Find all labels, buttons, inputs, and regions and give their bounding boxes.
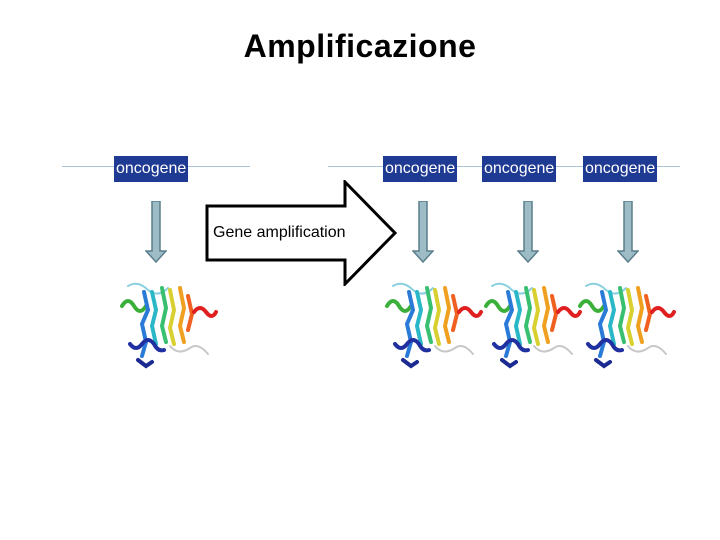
oncogene-label-copy-2: oncogene xyxy=(482,156,557,182)
slide-title: Amplificazione xyxy=(243,28,477,64)
oncogene-label-original: oncogene xyxy=(114,156,189,182)
protein-ribbon-icon xyxy=(578,282,676,369)
protein-ribbon-icon xyxy=(385,282,483,369)
amplification-arrow-icon xyxy=(205,180,397,286)
down-arrow-icon xyxy=(617,201,639,263)
down-arrow-icon xyxy=(412,201,434,263)
gene-amplification-label: Gene amplification xyxy=(213,224,346,241)
oncogene-label-copy-3: oncogene xyxy=(583,156,658,182)
protein-ribbon-icon xyxy=(484,282,582,369)
down-arrow-icon xyxy=(517,201,539,263)
protein-ribbon-icon xyxy=(120,282,218,369)
down-arrow-icon xyxy=(145,201,167,263)
oncogene-label-copy-1: oncogene xyxy=(383,156,458,182)
